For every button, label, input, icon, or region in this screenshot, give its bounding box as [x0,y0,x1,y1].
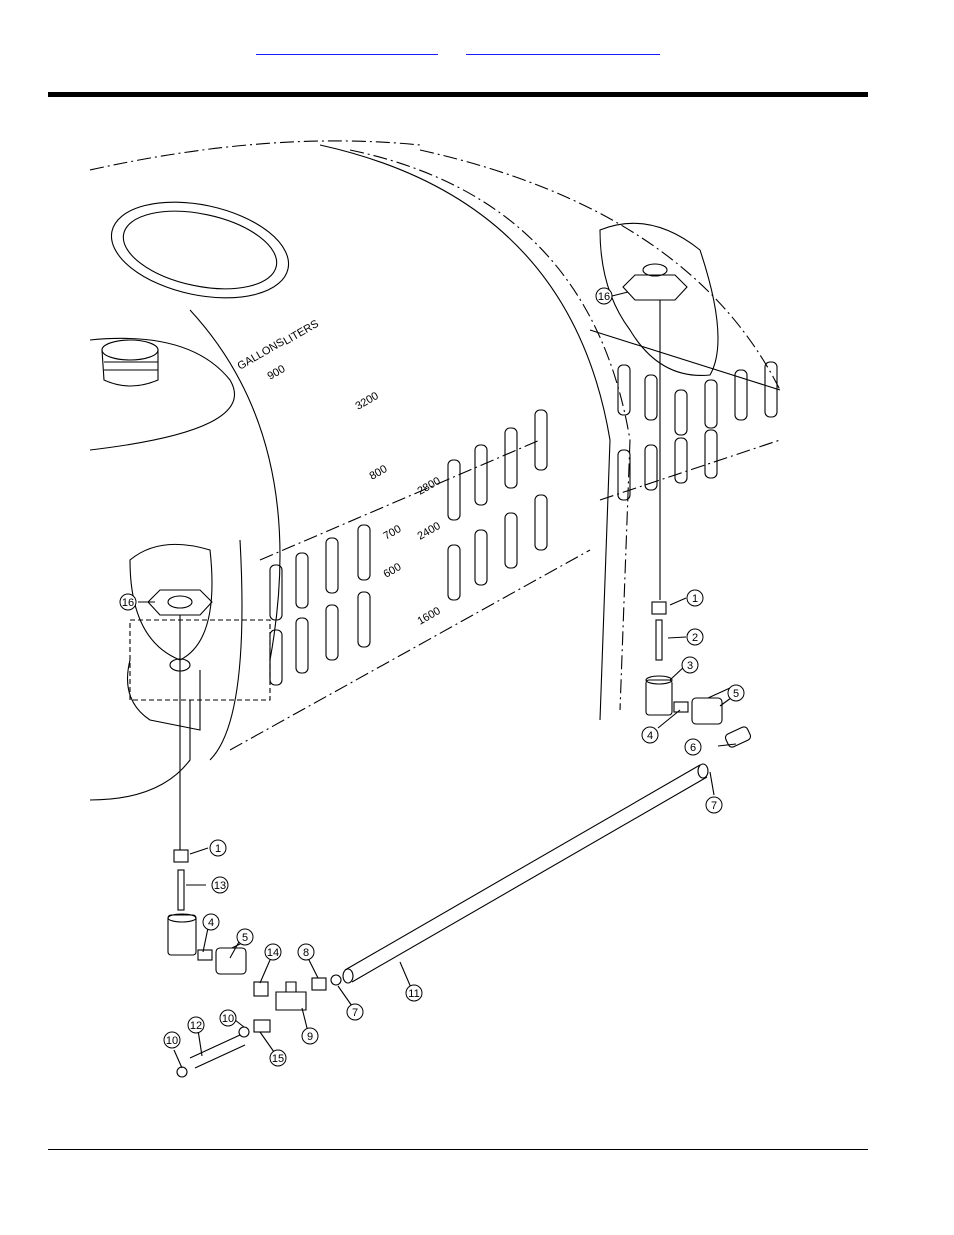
hose-barb-8 [311,977,327,991]
left-tube-13 [177,869,185,911]
tank-outline [90,140,421,171]
callout-14: 14 [267,947,279,959]
left-ball-valve-5 [215,947,247,975]
scale-label-liters: LITERS [282,318,321,348]
nipple-14 [253,981,269,997]
scale-2800: 2800 [416,475,443,498]
callout-16-left: 16 [122,597,134,609]
scale-600: 600 [382,561,404,581]
scale-900: 900 [266,363,288,383]
callout-10-a: 10 [222,1013,234,1025]
callout-3: 3 [687,660,693,672]
right-elbow-1 [651,601,667,615]
scale-3200: 3200 [354,390,381,413]
hose-11 [344,764,708,983]
callout-6: 6 [690,742,696,754]
callout-10-b: 10 [166,1035,178,1047]
callout-13: 13 [214,880,226,892]
callout-1-left: 1 [215,843,221,855]
scale-1600: 1600 [416,605,443,628]
right-bulkhead-plate [599,222,719,377]
tank-crown [319,144,611,721]
callout-1: 1 [692,593,698,605]
callout-9: 9 [307,1031,313,1043]
scale-800: 800 [368,463,390,483]
callout-2: 2 [692,632,698,644]
hose-barb-15 [253,1019,271,1033]
right-ball-valve-5 [691,697,723,725]
right-tube-2 [655,619,663,661]
tank-cap [101,339,159,361]
scale-700: 700 [382,523,404,543]
right-elbow-6 [724,726,752,748]
callout-4: 4 [647,730,653,742]
callout-7-left: 7 [352,1007,358,1019]
tank-lid-ring [110,201,290,299]
callout-15: 15 [272,1053,284,1065]
callout-16-right: 16 [598,291,610,303]
callout-8: 8 [303,947,309,959]
callout-5: 5 [733,688,739,700]
footer-rule [48,1149,868,1150]
header-link-left[interactable] [256,40,438,55]
right-adapter-3 [645,679,673,716]
callout-7: 7 [711,800,717,812]
header-link-right[interactable] [466,40,660,55]
callout-12: 12 [190,1020,202,1032]
left-elbow-1 [173,849,189,863]
callout-4-left: 4 [208,917,214,929]
scale-2400: 2400 [416,520,443,543]
tee-9 [275,981,307,1011]
callout-11: 11 [408,988,419,1000]
hose-12 [189,1034,246,1069]
left-bulkhead-plate [129,543,213,661]
parts-diagram: GALLONS LITERS 900 3200 800 2800 700 240… [90,140,781,1078]
left-adapter-3 [167,914,197,956]
header-rule [48,92,868,97]
tank-slots [269,361,778,686]
callout-5-left: 5 [242,932,248,944]
